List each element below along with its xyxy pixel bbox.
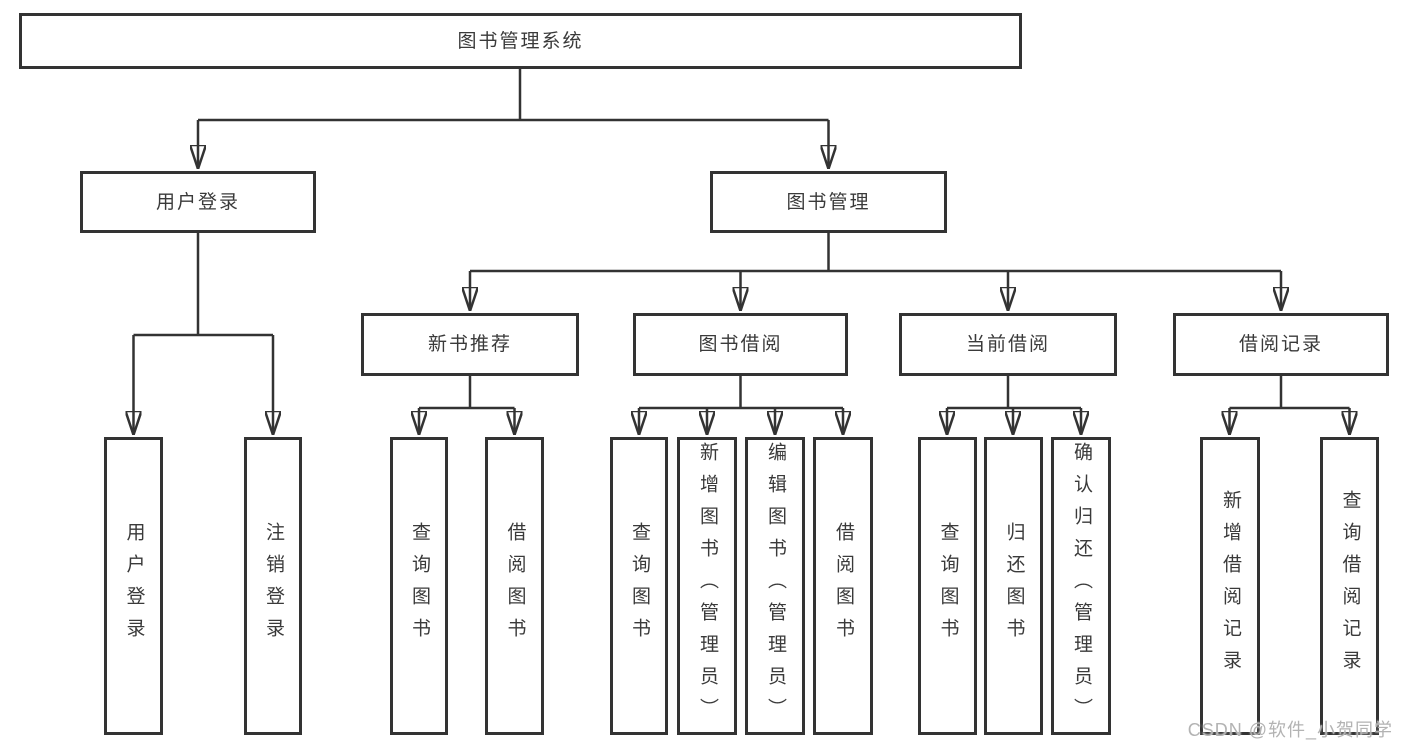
leaf-nb-query-books: 查询图书 [390, 437, 448, 735]
node-label: 图书管理系统 [457, 30, 584, 52]
node-label: 查询借阅记录 [1339, 490, 1361, 682]
node-label: 编辑图书（管理员） [764, 442, 786, 730]
node-label: 确认归还（管理员） [1070, 442, 1092, 730]
node-label: 注销登录 [262, 522, 284, 650]
leaf-cb-query-books: 查询图书 [918, 437, 977, 735]
node-label: 用户登录 [123, 522, 145, 650]
leaf-br-query-borrow-record: 查询借阅记录 [1320, 437, 1379, 735]
leaf-logout: 注销登录 [244, 437, 302, 735]
node-borrow-records: 借阅记录 [1173, 313, 1389, 376]
node-label: 归还图书 [1003, 522, 1025, 650]
leaf-nb-borrow-books: 借阅图书 [485, 437, 544, 735]
node-label: 查询图书 [628, 522, 650, 650]
leaf-bb-query-books: 查询图书 [610, 437, 668, 735]
leaf-bb-add-books-admin: 新增图书（管理员） [677, 437, 737, 735]
node-book-borrow: 图书借阅 [633, 313, 848, 376]
leaf-cb-confirm-return-admin: 确认归还（管理员） [1051, 437, 1111, 735]
node-current-borrow: 当前借阅 [899, 313, 1117, 376]
node-new-book-recommend: 新书推荐 [361, 313, 579, 376]
leaf-bb-borrow-books: 借阅图书 [813, 437, 873, 735]
leaf-bb-edit-books-admin: 编辑图书（管理员） [745, 437, 805, 735]
node-label: 图书管理 [786, 191, 871, 213]
node-label: 新增图书（管理员） [696, 442, 718, 730]
node-label: 查询图书 [937, 522, 959, 650]
leaf-user-login: 用户登录 [104, 437, 163, 735]
node-label: 新书推荐 [427, 334, 512, 355]
node-book-management: 图书管理 [710, 171, 947, 233]
leaf-cb-return-books: 归还图书 [984, 437, 1043, 735]
node-label: 当前借阅 [965, 334, 1050, 355]
node-label: 图书借阅 [698, 334, 783, 355]
node-label: 用户登录 [155, 191, 240, 213]
node-label: 借阅图书 [504, 522, 526, 650]
node-label: 借阅记录 [1238, 334, 1323, 355]
node-label: 借阅图书 [832, 522, 854, 650]
leaf-br-add-borrow-record: 新增借阅记录 [1200, 437, 1260, 735]
node-label: 查询图书 [408, 522, 430, 650]
node-label: 新增借阅记录 [1219, 490, 1241, 682]
watermark: CSDN @软件_小贺同学 [1187, 720, 1393, 740]
node-root-library-system: 图书管理系统 [19, 13, 1022, 69]
node-user-login: 用户登录 [80, 171, 316, 233]
